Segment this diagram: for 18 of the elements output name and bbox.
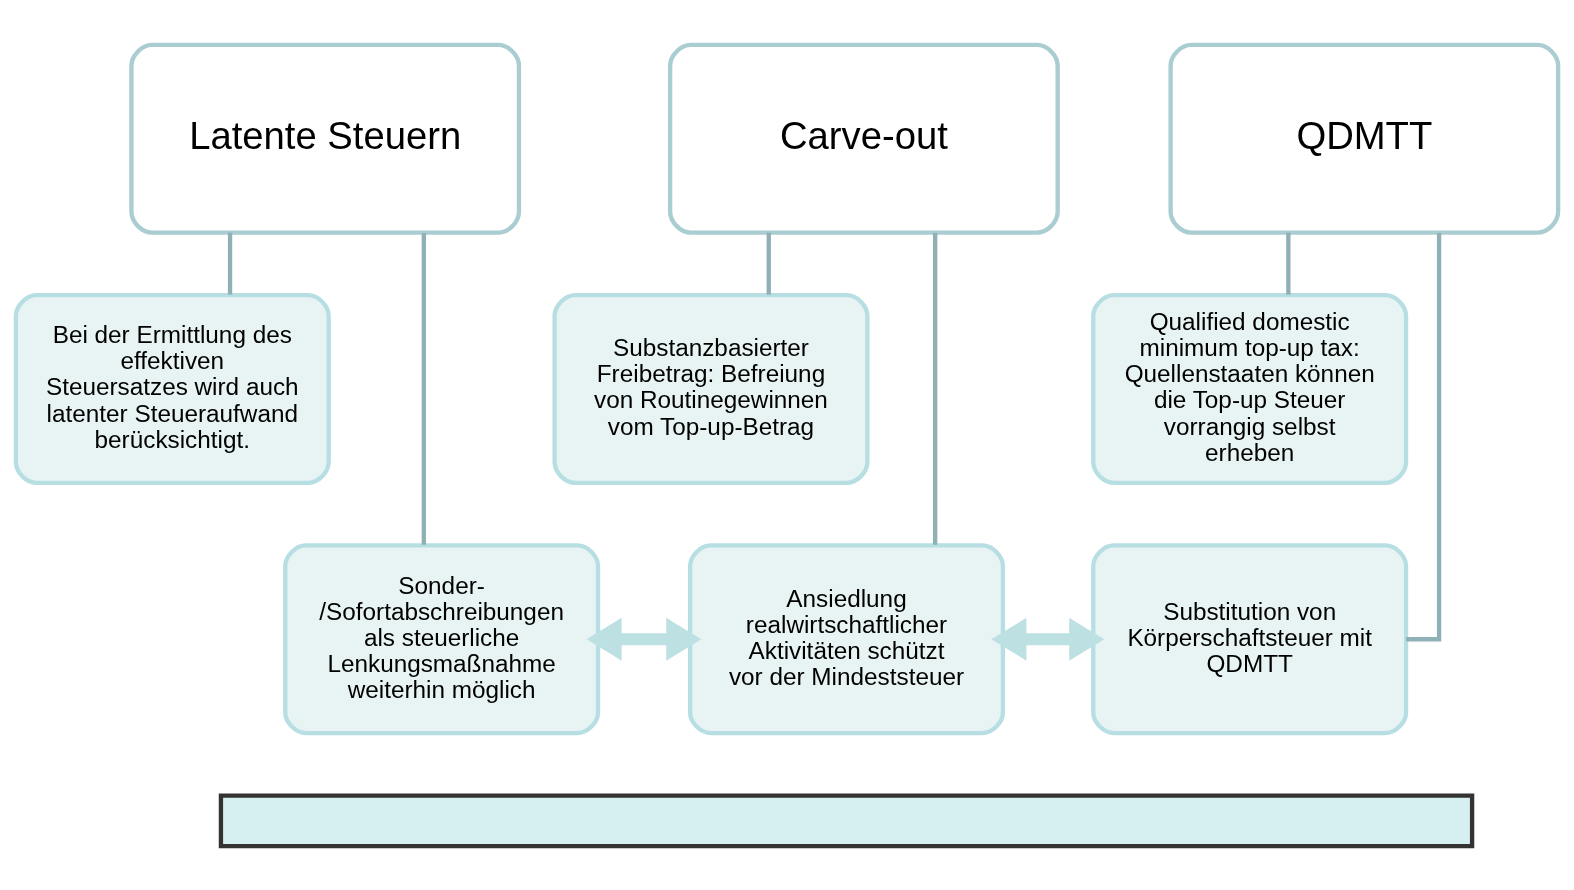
- connector: [932, 232, 938, 545]
- connector: [1406, 232, 1442, 641]
- arrow: [991, 617, 1105, 661]
- node-box: QDMTT: [1168, 42, 1561, 235]
- connector: [1286, 232, 1291, 295]
- node-box: Sonder- /Sofortabschreibungen als steuerliche Lenkungsmaßnahme weiterhin möglich: [283, 542, 601, 735]
- node-box: Ansiedlung realwirtschaftlicher Aktivitäten schützt vor der Mindeststeuer: [687, 542, 1006, 735]
- node-box: Substanzbasierter Freibetrag: Befreiung von Routinegewinnen vom Top-up-Betrag: [552, 292, 870, 485]
- node-box: Carve-out: [667, 42, 1060, 235]
- arrow: [586, 617, 702, 661]
- node-box: Bei der Ermittlung des effektiven Steuersatzes wird auch latenter Steueraufwand berücksichtigt.: [13, 292, 331, 485]
- connector: [766, 232, 771, 295]
- node-box: Qualified domestic minimum top-up tax: Quellenstaaten können die Top-up Steuer vorrangig selbst erheben: [1091, 292, 1409, 485]
- node-box: [218, 793, 1475, 848]
- node-box: Latente Steuern: [129, 42, 522, 235]
- connector: [421, 232, 426, 545]
- node-box: Substitution von Körperschaftsteuer mit QDMTT: [1091, 542, 1409, 735]
- connector: [227, 232, 233, 295]
